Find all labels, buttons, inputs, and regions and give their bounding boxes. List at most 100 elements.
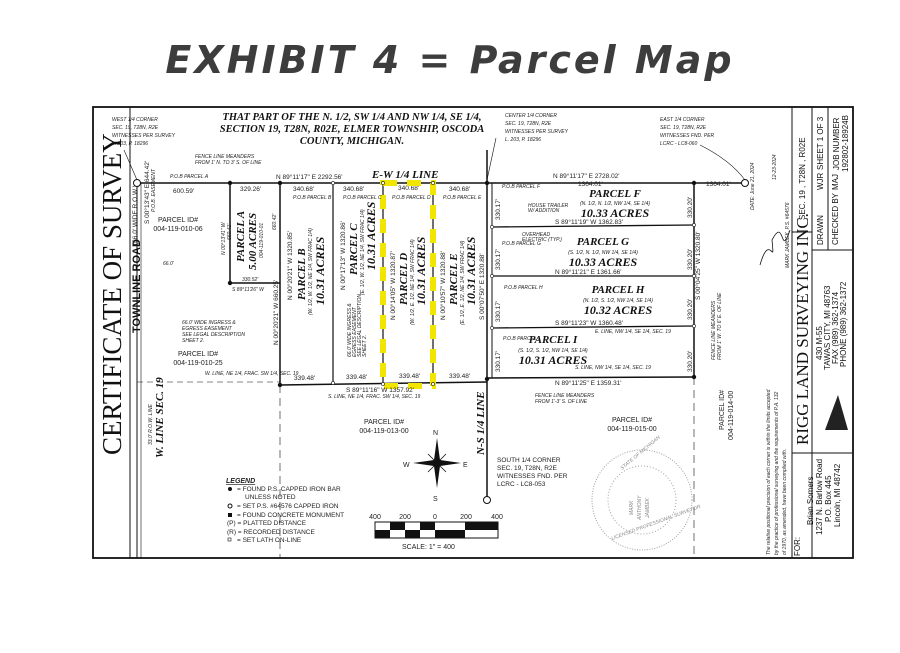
fence-note: FROM 1' N. TO 3' S. OF LINE [195, 160, 262, 166]
dim: 1364.01' [706, 181, 731, 188]
corner-text: SEC. 19, T28N, R2E [660, 125, 707, 131]
seal-inner-ring [607, 465, 677, 535]
bearing: S 89°11'23" W 1360.48' [555, 319, 623, 327]
pob-label: P.O.B PARCEL I [503, 336, 540, 342]
legend-item: = SET P.S. #64576 CAPPED IRON [237, 503, 339, 510]
pob-easement: P.O.B. EASEMENT [151, 168, 157, 212]
east-corner-label: EAST 1/4 CORNER SEC. 19, T28N, R2E WITNE… [660, 117, 715, 147]
legend-item: (P) = PLATTED DISTANCE [227, 520, 307, 527]
scale-tick: 200 [460, 514, 472, 521]
dim: 330.17' [495, 199, 502, 220]
parcel-g-acres: 10.33 ACRES [569, 255, 638, 269]
parcel-c-name: PARCEL C [348, 223, 360, 275]
seal-text: LICENSED PROFESSIONAL SURVEYOR [611, 504, 702, 542]
parcel-i-acres: 10.31 ACRES [519, 353, 588, 367]
line-label: S. LINE, NW 1/4, SE 1/4, SEC. 19 [575, 365, 651, 371]
parcel-f-acres: 10.33 ACRES [581, 206, 650, 220]
scale-tick: 400 [491, 514, 503, 521]
legend-title: LEGEND [226, 478, 255, 485]
dim: 330.20' [687, 197, 694, 218]
line-label: E. LINE, NW 1/4, SE 1/4, SEC. 19 [595, 329, 671, 335]
precision-statement: by the practice of professional surveyin… [774, 391, 780, 555]
compass-s: S [433, 496, 438, 503]
parcel-h-south-line [491, 325, 695, 329]
parcel-id-value: 004-119-010-25 [173, 360, 222, 367]
client-line: P.O. Box 445 [824, 475, 833, 522]
parcel-g-desc: (S. 1/2, N. 1/2, NW 1/4, SE 1/4) [568, 250, 638, 256]
pob-label: P.O.B PARCEL G [502, 241, 541, 247]
survey-date: DATE: June 21, 2024 [750, 162, 756, 210]
parcel-c-desc: (E. 1/2, W. 1/2, NE 1/4, SW FRAC 1/4) [360, 209, 366, 295]
ew-line-label: E-W 1/4 LINE [371, 169, 438, 181]
parcel-i-south-line [486, 376, 695, 379]
corner-text: WITNESSES FND. PER [497, 473, 568, 480]
lath-icon [227, 537, 232, 542]
certificate-title: CERTIFICATE OF SURVEY [97, 133, 127, 455]
easement-note-west: SEE LEGAL DESCRIPTION [182, 332, 245, 338]
parcel-d-desc: (W. 1/2, E. 1/2, NE 1/4, SW FRAC 1/4) [410, 239, 416, 325]
corner-text: WITNESSES FND. PER [660, 133, 715, 139]
bearing: S 89°11'19" W 1362.83' [555, 218, 623, 226]
seal-text: JAMBEK [645, 497, 651, 519]
bearing: N 00°17'13" W 1320.86' [339, 221, 347, 290]
parcel-e-name: PARCEL E [448, 253, 460, 305]
map-border [92, 106, 854, 559]
parcel-f-desc: (N. 1/2, N. 1/2, NW 1/4, SE 1/4) [580, 201, 650, 207]
found-iron-marker [277, 180, 283, 186]
parcel-f-south-line [491, 224, 695, 228]
south-corner-marker [483, 496, 491, 504]
corner-text: WITNESSES PER SURVEY [505, 129, 569, 135]
seal-text: STATE OF MICHIGAN [619, 435, 661, 472]
client-line: 1237 N. Barlow Road [815, 459, 824, 535]
dim: 340.68' [343, 186, 364, 193]
dim: 340.68' [449, 186, 470, 193]
bearing: N 00°10'57" W 1320.88' [439, 251, 447, 320]
bearing: N 89°11'21" E 1361.66' [555, 268, 622, 276]
parcel-id-label: PARCEL ID# [364, 419, 404, 426]
fence-note: FROM 1' W. TO 6' E. OF LINE [717, 292, 723, 360]
pob-label: P.O.B PARCEL F [502, 184, 541, 190]
scale-tick: 200 [399, 514, 411, 521]
easement-note: SEE LEGAL DESCRIPTION [357, 294, 363, 357]
found-iron-icon [228, 487, 232, 491]
row-line-label: 33.0' R.O.W. LINE [148, 404, 154, 445]
dim: 330.52' [242, 277, 259, 283]
compass-e: E [463, 462, 468, 469]
found-iron-marker [277, 382, 283, 388]
parcel-d-acres: 10.31 ACRES [414, 236, 428, 305]
for-label: FOR: [793, 537, 802, 556]
parcel-b-desc: (W. 1/2, W. 1/2, NE 1/4, SW FRAC 1/4) [308, 228, 314, 315]
corner-text: WITNESSES PER SURVEY [112, 133, 176, 139]
set-iron-marker [692, 324, 696, 328]
found-iron-marker [227, 280, 233, 286]
header-note-line: COUNTY, MICHIGAN. [300, 136, 404, 147]
pob-label: P.O.B PARCEL B [293, 195, 332, 201]
set-iron-marker [331, 381, 335, 385]
line-label: W. LINE, NE 1/4, FRAC. SW 1/4, SEC. 19 [205, 371, 299, 377]
compass-w: W [403, 462, 410, 469]
easement-note: 66.0' WIDE INGRESS & [347, 303, 353, 357]
bearing: N 00°13'41" W [221, 221, 227, 255]
pob-label: P.O.B PARCEL D [392, 195, 431, 201]
bearing-west-line: S 00°13'43" E 644.42' [143, 161, 151, 224]
scale-bar: 400 200 0 200 400 SCALE: 1" = 400 [369, 514, 503, 551]
bearing-top-west: N 89°11'17" E 2292.56' [276, 173, 343, 181]
parcel-id-value: 004-119-014-00 [728, 391, 735, 440]
set-iron-marker [431, 382, 435, 386]
parcel-c-acres: 10.31 ACRES [364, 201, 378, 270]
found-iron-marker [691, 180, 697, 186]
parcel-h-name: PARCEL H [592, 284, 645, 296]
dim: 330.20' [687, 351, 694, 372]
overhead-note: ELECTRIC (TYP.) [522, 237, 562, 243]
easement-note-west: SHEET 2. [182, 338, 204, 344]
parcel-h-acres: 10.32 ACRES [584, 303, 653, 317]
parcel-id-label: PARCEL ID# [719, 390, 726, 430]
parcel-id-label: PARCEL ID# [178, 351, 218, 358]
parcel-h-desc: (N. 1/2, S. 1/2, NW 1/4, SE 1/4) [583, 298, 653, 304]
corner-text: L. 203, P. 18296 [112, 141, 148, 147]
company-logo-icon [825, 395, 848, 430]
north-arrow-icon: N S W E [403, 430, 468, 503]
fence-note: FENCE LINE MEANDERS [535, 393, 595, 399]
set-iron-marker [381, 181, 385, 185]
